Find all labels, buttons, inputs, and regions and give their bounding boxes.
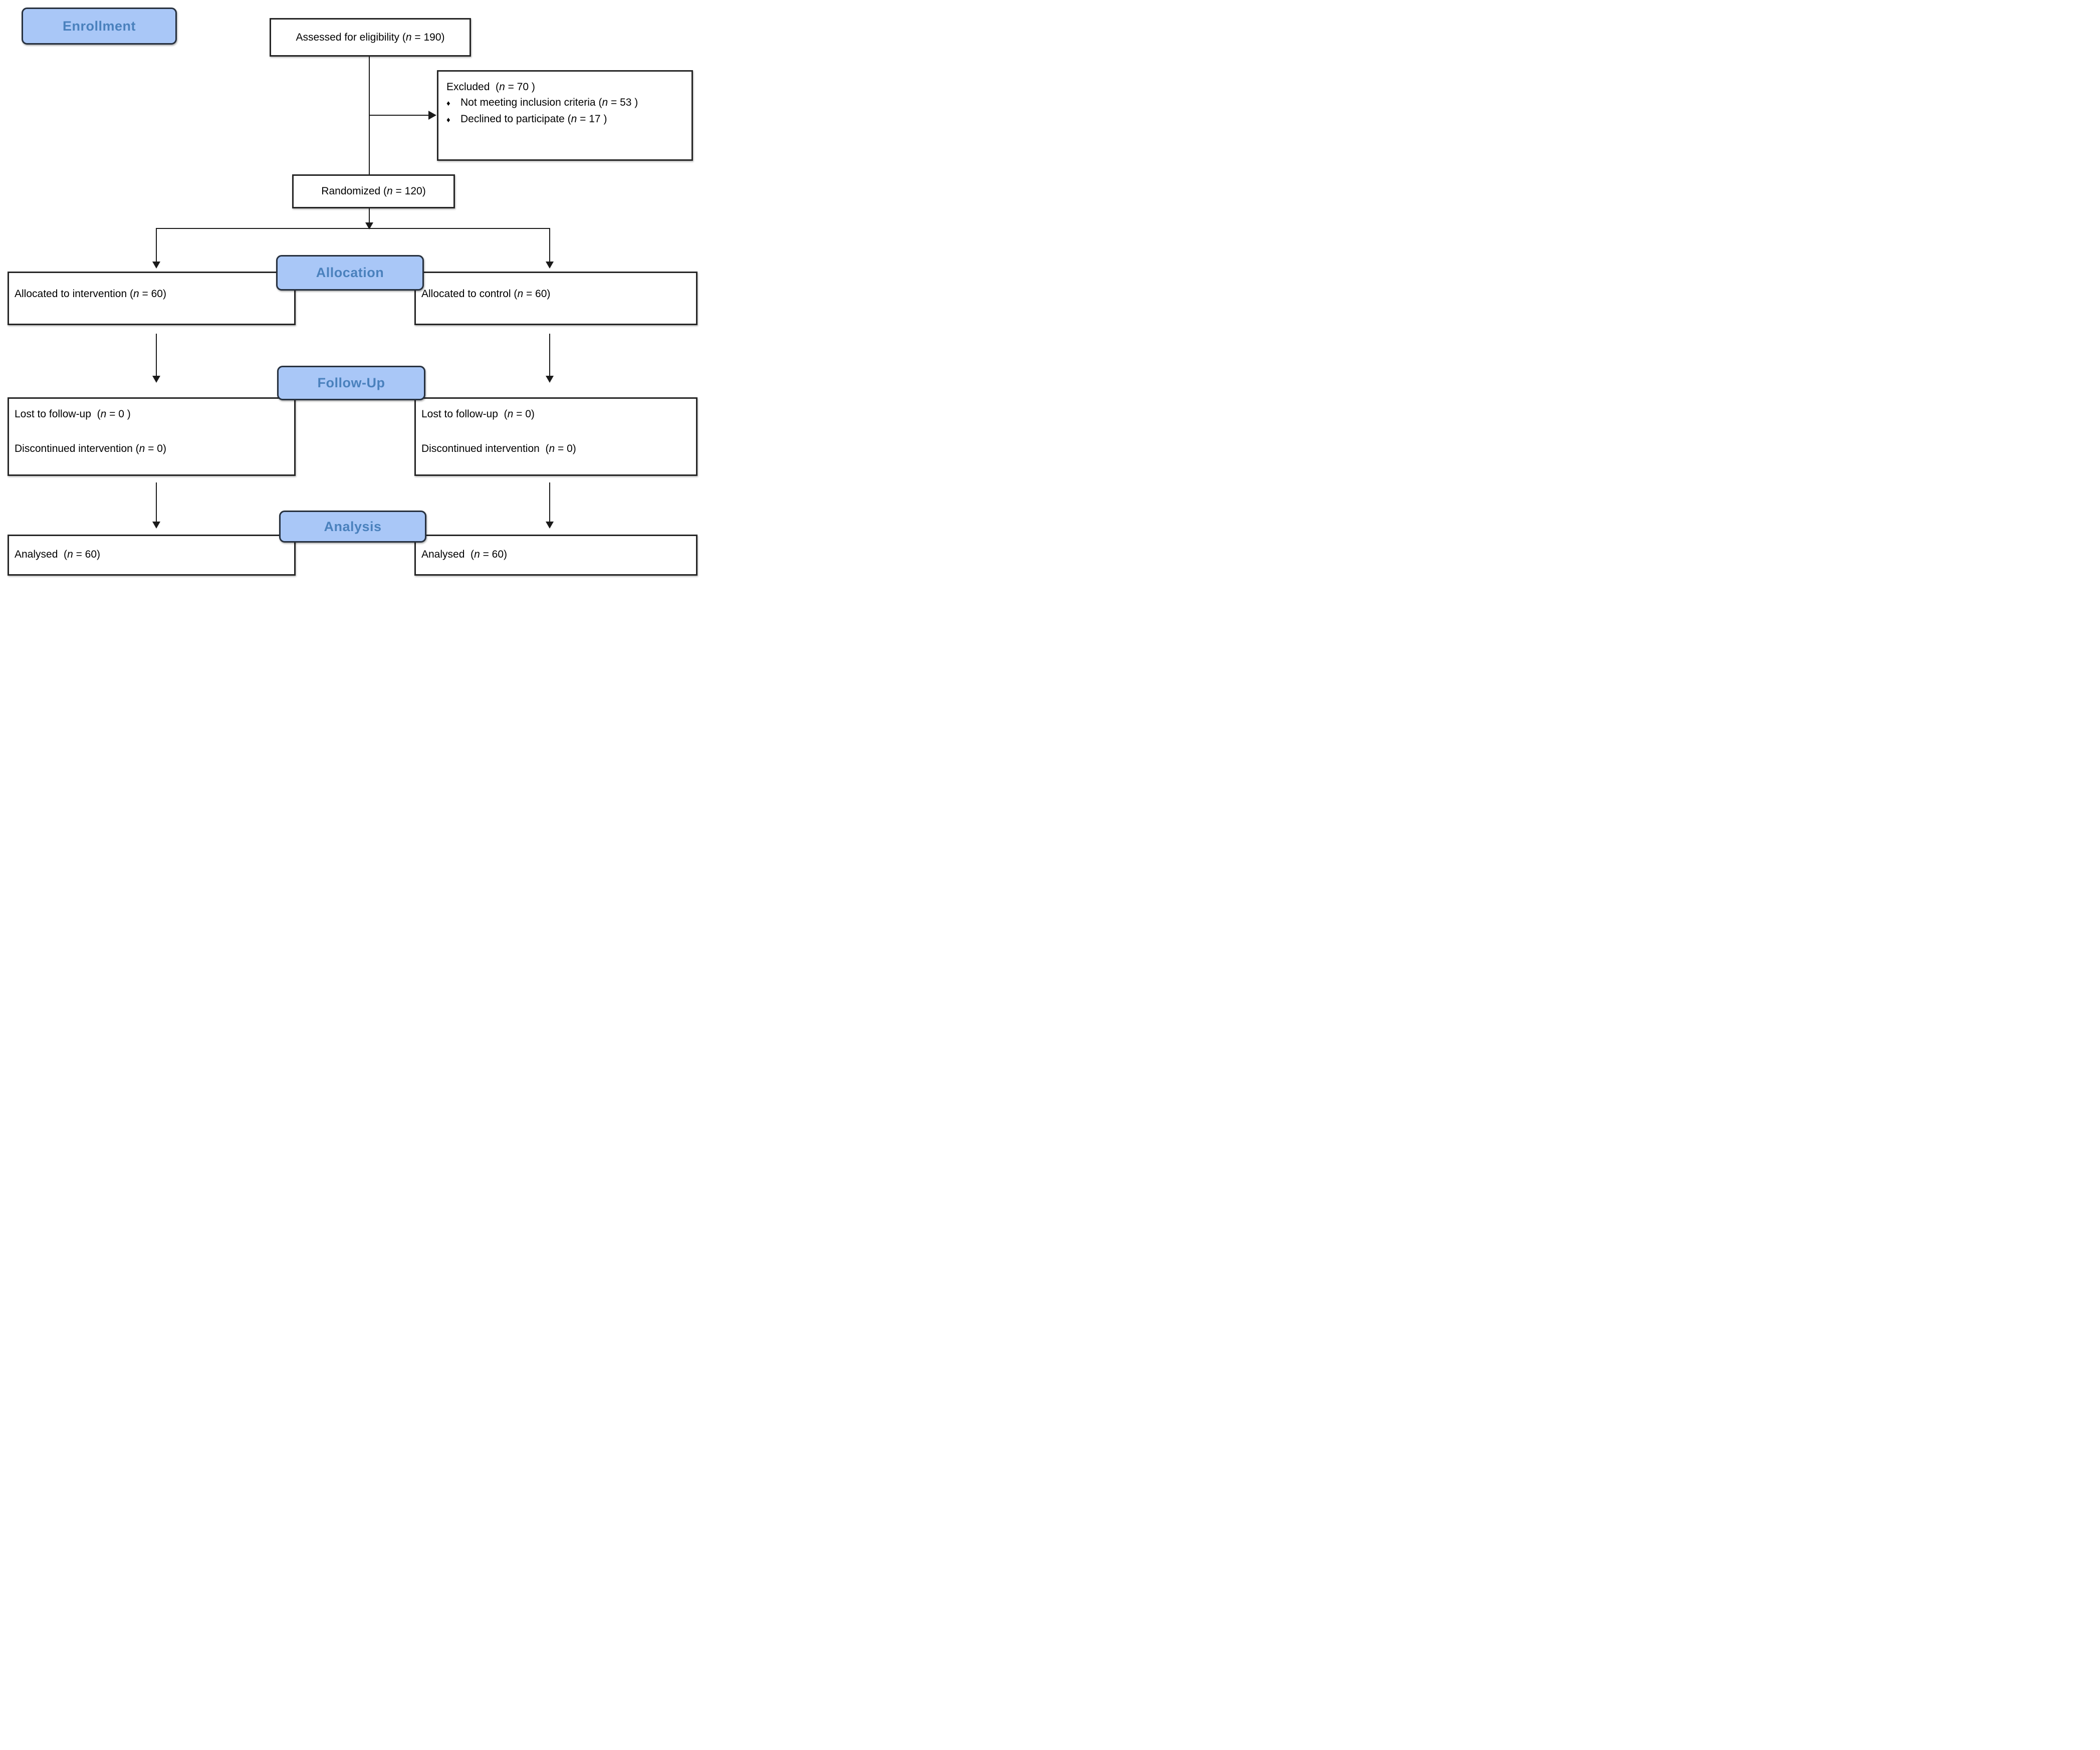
arrowhead-to-intervention <box>152 262 160 269</box>
followup-control-box: Lost to follow-up (n = 0) Discontinued i… <box>414 397 697 476</box>
followup-stage-label: Follow-Up <box>277 366 425 400</box>
analysed-intervention-box: Analysed (n = 60) <box>8 535 296 576</box>
excluded-bullet-1-text: Not meeting inclusion criteria (n = 53 ) <box>460 97 638 108</box>
excluded-title: Excluded (n = 70 ) <box>446 81 535 93</box>
connector-intervention-to-analysis <box>156 482 157 522</box>
connector-branch-left-drop <box>156 228 157 262</box>
arrowhead-to-control <box>546 262 554 269</box>
arrowhead-randomized-to-branch <box>365 222 373 229</box>
allocated-intervention-box: Allocated to intervention (n = 60) <box>8 272 296 325</box>
discontinued-right-text: Discontinued intervention (n = 0) <box>421 443 576 454</box>
connector-allocation-branch <box>156 228 550 229</box>
connector-branch-right-drop <box>549 228 550 262</box>
randomized-text: Randomized (n = 120) <box>321 185 426 197</box>
connector-control-to-followup <box>549 334 550 376</box>
allocated-control-box: Allocated to control (n = 60) <box>414 272 697 325</box>
arrowhead-intervention-followup <box>152 376 160 383</box>
randomized-box: Randomized (n = 120) <box>292 174 455 208</box>
excluded-box: Excluded (n = 70 ) ♦ Not meeting inclusi… <box>437 70 693 161</box>
diamond-bullet-icon: ♦ <box>446 116 450 124</box>
allocated-control-text: Allocated to control (n = 60) <box>421 288 551 300</box>
assessed-for-eligibility-box: Assessed for eligibility (n = 190) <box>270 18 471 57</box>
arrowhead-intervention-analysis <box>152 522 160 529</box>
lost-to-followup-left-text: Lost to follow-up (n = 0 ) <box>15 408 131 420</box>
allocation-stage-label: Allocation <box>276 255 424 291</box>
followup-intervention-box: Lost to follow-up (n = 0 ) Discontinued … <box>8 397 296 476</box>
connector-intervention-to-followup <box>156 334 157 376</box>
analysis-stage-label: Analysis <box>279 511 426 543</box>
consort-flow-diagram: Enrollment Assessed for eligibility (n =… <box>0 0 700 583</box>
allocated-intervention-text: Allocated to intervention (n = 60) <box>15 288 166 300</box>
analysed-right-text: Analysed (n = 60) <box>421 549 508 560</box>
assessed-for-eligibility-text: Assessed for eligibility (n = 190) <box>296 31 445 43</box>
arrowhead-control-followup <box>546 376 554 383</box>
arrowhead-control-analysis <box>546 522 554 529</box>
enrollment-stage-label: Enrollment <box>22 8 177 45</box>
excluded-bullet-row: ♦ Declined to participate (n = 17 ) <box>446 111 687 128</box>
discontinued-left-text: Discontinued intervention (n = 0) <box>15 443 166 454</box>
diamond-bullet-icon: ♦ <box>446 99 450 108</box>
lost-to-followup-right-text: Lost to follow-up (n = 0) <box>421 408 535 420</box>
arrowhead-to-excluded <box>428 111 436 120</box>
analysed-control-box: Analysed (n = 60) <box>414 535 697 576</box>
connector-control-to-analysis <box>549 482 550 522</box>
connector-randomized-stub <box>369 208 370 222</box>
connector-to-excluded <box>369 115 429 116</box>
excluded-bullet-row: ♦ Not meeting inclusion criteria (n = 53… <box>446 95 687 111</box>
excluded-bullet-2-text: Declined to participate (n = 17 ) <box>460 113 607 125</box>
analysed-left-text: Analysed (n = 60) <box>15 549 101 560</box>
